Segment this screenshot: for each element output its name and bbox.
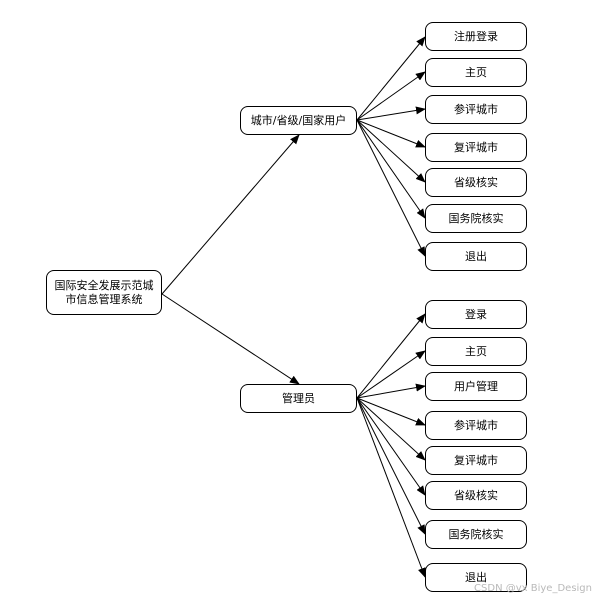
user-item-label: 复评城市 (454, 140, 498, 154)
arrow-user-item-4 (356, 119, 426, 183)
admin-item-label: 省级核实 (454, 488, 498, 502)
admin-item-label: 登录 (465, 307, 487, 321)
arrow-admin-item-5 (356, 397, 426, 496)
arrow-admin-item-7 (356, 397, 426, 578)
arrow-user-item-2 (356, 106, 426, 121)
arrow-user-item-0 (356, 36, 426, 121)
user-item-state-council-verify: 国务院核实 (425, 204, 527, 233)
admin-item-login: 登录 (425, 300, 527, 329)
admin-item-participating-city: 参评城市 (425, 411, 527, 440)
admin-item-label: 国务院核实 (448, 527, 504, 541)
admin-item-label: 用户管理 (454, 379, 498, 393)
admin-item-home: 主页 (425, 337, 527, 366)
admin-item-provincial-verify: 省级核实 (425, 481, 527, 510)
root-node: 国际安全发展示范城 市信息管理系统 (46, 270, 162, 315)
arrow-root-to-user-branch (161, 134, 300, 295)
user-branch-node: 城市/省级/国家用户 (240, 106, 357, 135)
user-item-review-city: 复评城市 (425, 133, 527, 162)
arrow-admin-item-4 (356, 397, 426, 461)
admin-item-user-management: 用户管理 (425, 372, 527, 401)
user-item-provincial-verify: 省级核实 (425, 168, 527, 197)
arrow-user-item-3 (356, 119, 426, 148)
user-item-register-login: 注册登录 (425, 22, 527, 51)
user-item-label: 注册登录 (454, 29, 498, 43)
user-item-participating-city: 参评城市 (425, 95, 527, 124)
user-item-label: 国务院核实 (448, 211, 504, 225)
arrow-admin-item-6 (356, 397, 426, 535)
arrow-admin-item-0 (356, 313, 426, 399)
admin-item-logout: 退出 (425, 563, 527, 592)
admin-branch-node: 管理员 (240, 384, 357, 413)
user-item-label: 参评城市 (454, 102, 498, 116)
user-item-home: 主页 (425, 58, 527, 87)
arrow-user-item-1 (356, 71, 426, 121)
admin-item-label: 复评城市 (454, 453, 498, 467)
arrow-admin-item-3 (356, 397, 426, 426)
user-branch-label: 城市/省级/国家用户 (250, 113, 347, 127)
user-item-label: 省级核实 (454, 175, 498, 189)
admin-item-state-council-verify: 国务院核实 (425, 520, 527, 549)
arrow-admin-item-2 (356, 383, 426, 399)
user-item-logout: 退出 (425, 242, 527, 271)
admin-item-label: 退出 (465, 570, 487, 584)
admin-item-label: 主页 (465, 344, 487, 358)
arrow-root-to-admin-branch (161, 293, 300, 385)
admin-branch-label: 管理员 (282, 391, 315, 405)
root-node-line2: 市信息管理系统 (65, 292, 143, 306)
arrow-user-item-6 (356, 119, 426, 257)
root-node-line1: 国际安全发展示范城 (54, 278, 154, 292)
user-item-label: 退出 (465, 249, 487, 263)
user-item-label: 主页 (465, 65, 487, 79)
watermark: CSDN @vx Biye_Design (474, 583, 592, 594)
arrow-user-item-5 (356, 119, 426, 219)
admin-item-review-city: 复评城市 (425, 446, 527, 475)
admin-item-label: 参评城市 (454, 418, 498, 432)
arrow-admin-item-1 (356, 350, 426, 399)
